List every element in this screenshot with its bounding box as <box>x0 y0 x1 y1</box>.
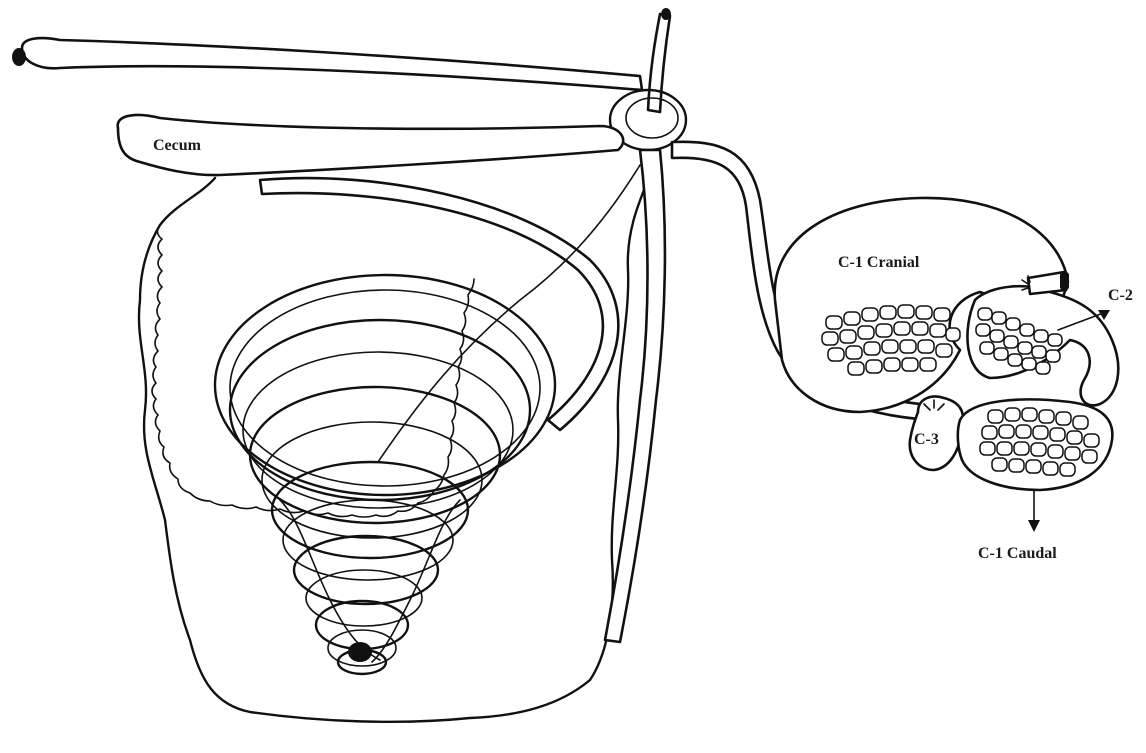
mesentery-outline-wave <box>152 225 474 517</box>
esophagus-cap <box>1060 272 1069 290</box>
label-c3: C-3 <box>914 431 939 448</box>
label-c2: C-2 <box>1108 287 1133 304</box>
spiral-outer-loop <box>260 178 618 430</box>
arrow-c1-caudal-head <box>1028 520 1040 532</box>
label-cecum: Cecum <box>153 137 202 154</box>
ileum-end-cap <box>661 8 671 20</box>
intestine-end-cap <box>12 48 26 66</box>
small-intestine-top <box>22 38 642 90</box>
label-c1-cranial: C-1 Cranial <box>838 254 920 271</box>
colon-descending <box>605 150 665 642</box>
spiral-colon <box>215 275 555 674</box>
label-c1-caudal: C-1 Caudal <box>978 545 1057 562</box>
